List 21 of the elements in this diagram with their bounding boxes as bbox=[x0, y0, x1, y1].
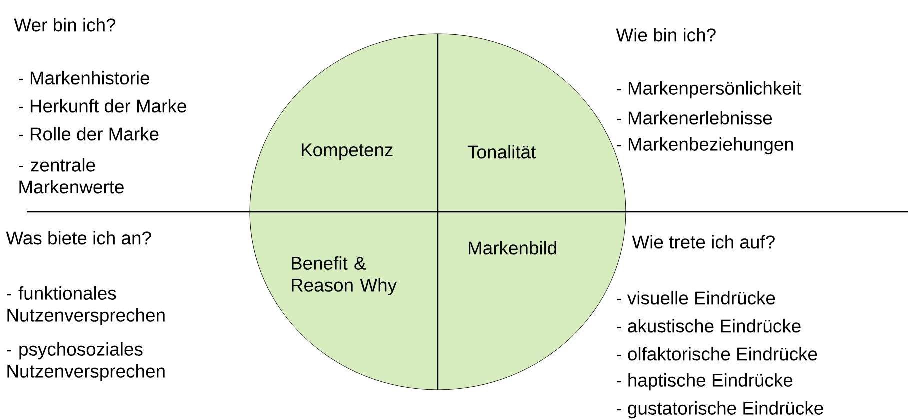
bullet-item: - Markenerlebnisse bbox=[617, 111, 772, 125]
bullet-item: - zentrale Markenwerte bbox=[19, 158, 124, 194]
bullet-item: - funktionales Nutzenversprechen bbox=[7, 286, 165, 326]
bullet-item: - gustatorische Eindrücke bbox=[617, 401, 824, 419]
bullet-item: - Rolle der Marke bbox=[19, 127, 159, 141]
bullet-item: - psychosoziales Nutzenversprechen bbox=[7, 342, 165, 382]
quadrant-label: Kompetenz bbox=[302, 144, 393, 160]
bullet-item: - olfaktorische Eindrücke bbox=[617, 347, 818, 361]
bullet-item: - Markenpersönlichkeit bbox=[617, 81, 802, 99]
bullet-item: - akustische Eindrücke bbox=[617, 319, 801, 333]
question-heading: Wer bin ich? bbox=[14, 18, 116, 32]
question-heading: Was biete ich an? bbox=[6, 231, 152, 245]
bullet-item: - Herkunft der Marke bbox=[19, 99, 186, 113]
bullet-item: - Markenbeziehungen bbox=[617, 137, 794, 155]
quadrant-label: Benefit & Reason Why bbox=[292, 256, 397, 296]
quadrant-label: Markenbild bbox=[469, 241, 556, 255]
bullet-item: - haptische Eindrücke bbox=[617, 373, 793, 391]
bullet-item: - visuelle Eindrücke bbox=[617, 291, 776, 305]
question-heading: Wie bin ich? bbox=[616, 28, 716, 42]
quadrant-label: Tonalität bbox=[468, 145, 536, 159]
bullet-item: - Markenhistorie bbox=[19, 71, 150, 85]
